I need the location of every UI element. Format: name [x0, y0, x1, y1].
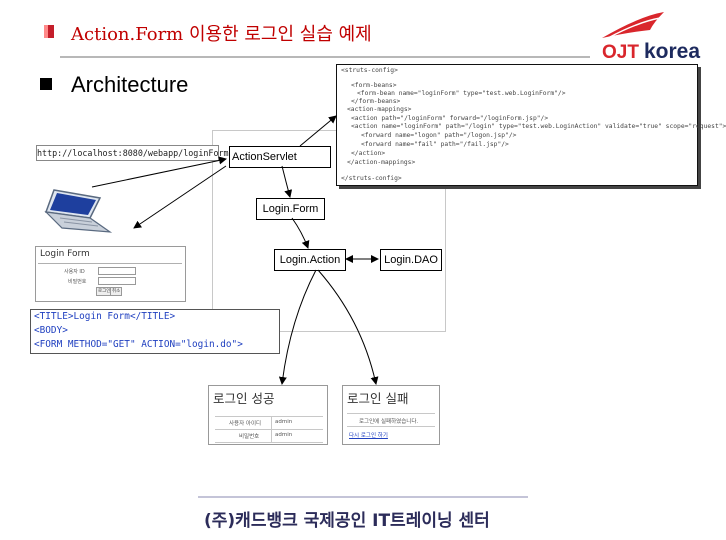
title-bullet-icon [44, 25, 54, 38]
code-line: <BODY> [34, 325, 68, 336]
login-form-box: Login.Form [256, 198, 325, 220]
ojt-korea-logo: OJT korea [602, 12, 700, 63]
action-success-arrow [278, 269, 317, 385]
slide-title: Action.Form 이용한 로그인 실습 예제 [71, 24, 372, 45]
config-line: <form-bean name="loginForm" type="test.w… [357, 90, 566, 97]
section-bullet-icon [40, 78, 52, 90]
fail-title: 로그인 실패 [347, 391, 409, 406]
title-divider [60, 56, 590, 58]
config-line: <action path="/loginForm" forward="/logi… [351, 115, 549, 122]
login-form-window: Login Form 사용자 ID 비밀번호 로그인 취소 [35, 246, 186, 302]
config-line: <action-mappings> [347, 106, 412, 113]
config-line: <forward name="logon" path="/logon.jsp"/… [361, 132, 517, 139]
struts-config-panel: <struts-config> <form-beans> <form-bean … [336, 64, 726, 186]
retry-login-link[interactable]: 다시 로그인 하기 [349, 433, 388, 439]
login-fail-window: 로그인 실패 로그인에 실패하였습니다. 다시 로그인 하기 [342, 385, 440, 445]
config-line: </action-mappings> [347, 159, 416, 166]
browser-url-bar: http://localhost:8080/webapp/loginForm.d… [36, 145, 244, 161]
success-pw-label: 비밀번호 [239, 434, 260, 440]
footer-text: (주)캐드뱅크 국제공인 IT트레이닝 센터 [204, 511, 490, 531]
code-line: <FORM METHOD="GET" ACTION="login.do"> [34, 339, 243, 350]
success-title: 로그인 성공 [213, 391, 275, 406]
login-action-box: Login.Action [274, 249, 346, 271]
fail-message: 로그인에 실패하였습니다. [359, 419, 419, 425]
config-line: <action name="loginForm" path="/login" t… [351, 123, 726, 130]
request-arrow [91, 156, 227, 188]
svg-text:OJT: OJT [602, 42, 639, 63]
success-id-value: admin [275, 419, 293, 425]
success-id-label: 사용자 아이디 [229, 421, 262, 427]
servlet-form-arrow [281, 165, 293, 198]
action-servlet-box: ActionServlet [229, 146, 331, 168]
login-form-window-title: Login Form [40, 249, 90, 259]
login-success-window: 로그인 성공 사용자 아이디 admin 비밀번호 admin [208, 385, 328, 445]
id-input[interactable] [98, 267, 136, 275]
action-fail-arrow [317, 269, 379, 385]
svg-text:korea: korea [644, 40, 700, 63]
laptop-icon [44, 189, 113, 233]
config-line: <form-beans> [351, 82, 397, 89]
code-line: <TITLE>Login Form</TITLE> [34, 311, 176, 322]
footer-divider [198, 496, 528, 498]
config-line: </form-beans> [351, 98, 401, 105]
login-dao-box: Login.DAO [380, 249, 442, 271]
config-line: </struts-config> [341, 175, 402, 182]
password-label: 비밀번호 [68, 279, 87, 285]
success-pw-value: admin [275, 432, 293, 438]
servlet-config-arrow [299, 115, 337, 147]
controller-frame [212, 130, 446, 332]
config-line: <forward name="fail" path="/fail.jsp"/> [361, 141, 509, 148]
jsp-code-snippet: <TITLE>Login Form</TITLE> <BODY> <FORM M… [30, 309, 280, 354]
login-reset-button[interactable]: 취소 [110, 287, 123, 296]
config-line: </action> [351, 150, 386, 157]
section-heading: Architecture [71, 72, 189, 97]
password-input[interactable] [98, 277, 136, 285]
form-action-arrow [291, 217, 310, 249]
response-arrow [133, 165, 227, 229]
id-label: 사용자 ID [64, 269, 85, 275]
config-line: <struts-config> [341, 67, 398, 74]
